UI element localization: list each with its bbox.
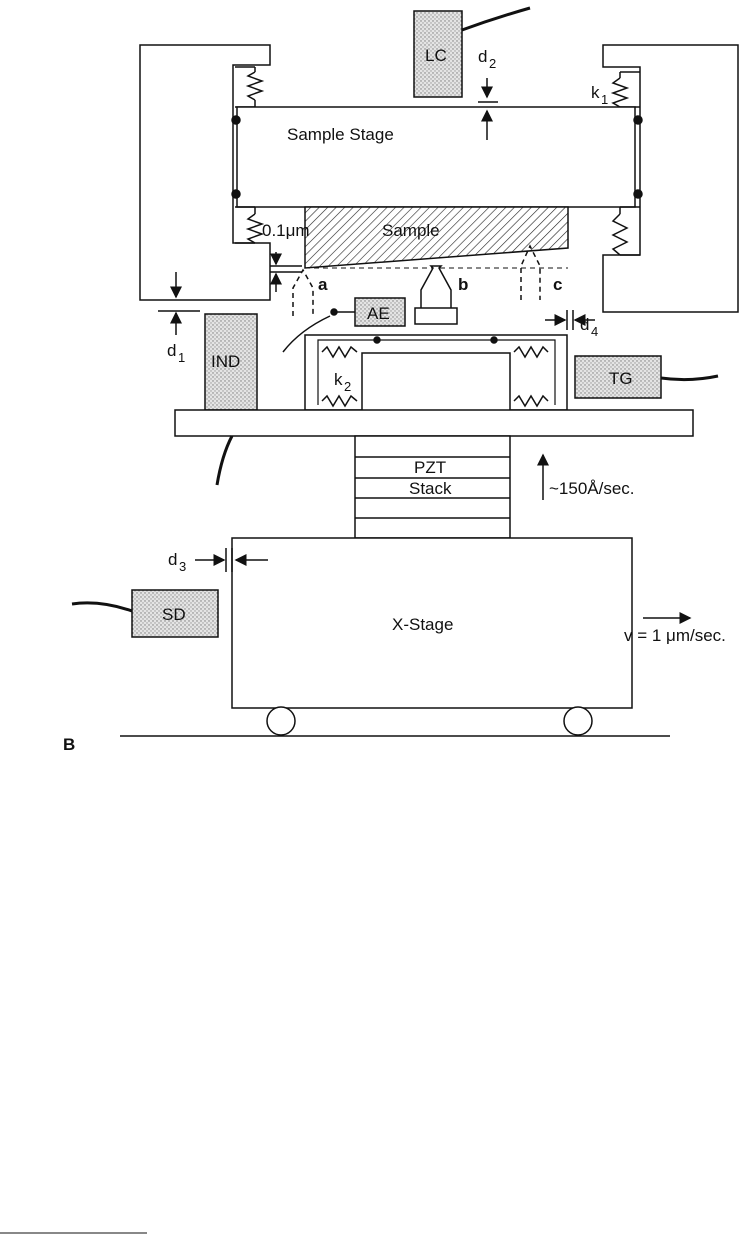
tip-a [293,270,313,316]
panel-label: B [63,735,75,754]
tg-sensor [575,356,718,398]
tip-b [415,266,457,324]
base-plate [175,410,693,436]
indenter-frame [305,335,567,410]
spring-lower-right [613,207,640,255]
label-sd: SD [162,605,186,624]
label-xstage: X-Stage [392,615,453,634]
label-d2-sub: 2 [489,56,496,71]
label-d4-sub: 4 [591,324,598,339]
spring-k1 [613,72,640,107]
label-d3-sub: 3 [179,559,186,574]
wheel-left [267,707,295,735]
wheel-right [564,707,592,735]
label-velocity: v = 1 μm/sec. [624,626,726,645]
label-ae: AE [367,304,390,323]
label-rate: ~150Å/sec. [549,479,635,498]
label-tg: TG [609,369,633,388]
label-tip-a: a [318,275,328,294]
label-tip-c: c [553,275,562,294]
sample-stage [237,107,635,207]
spring-lower-left [235,207,262,243]
tip-c [521,246,540,300]
label-sample: Sample [382,221,440,240]
label-d3: d [168,550,177,569]
label-sample-stage: Sample Stage [287,125,394,144]
label-gap: 0.1μm [262,221,310,240]
label-k1: k [591,83,600,102]
spring-upper-left [235,67,262,107]
label-d1: d [167,341,176,360]
label-pzt: PZT [414,458,446,477]
label-d2: d [478,47,487,66]
label-d1-sub: 1 [178,350,185,365]
label-k2-sub: 2 [344,379,351,394]
label-tip-b: b [458,275,468,294]
sd-sensor [72,590,218,637]
label-stack: Stack [409,479,452,498]
label-k1-sub: 1 [601,92,608,107]
label-ind: IND [211,352,240,371]
label-k2: k [334,370,343,389]
label-lc: LC [425,46,447,65]
label-d4: d [580,315,589,334]
